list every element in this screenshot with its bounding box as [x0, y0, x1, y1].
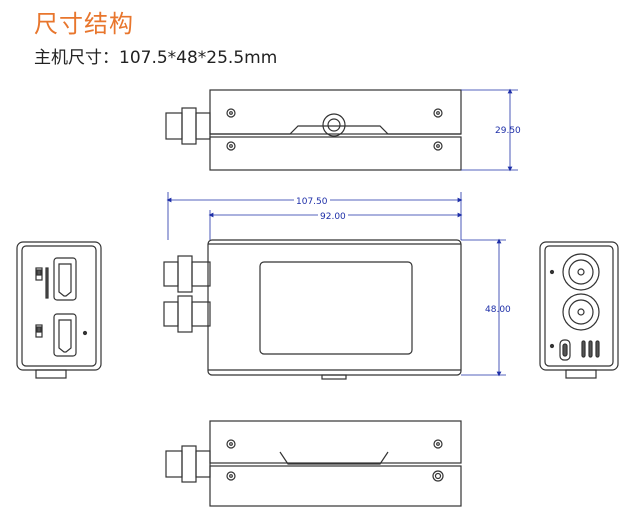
- top-view-lower-shell: [209, 136, 462, 171]
- top-view: [165, 89, 462, 171]
- front-view: [163, 239, 462, 380]
- device-body: [207, 239, 462, 376]
- tripod-mount-icon: [322, 113, 346, 137]
- length-dimensions: 107.50 92.00: [166, 192, 463, 240]
- screw-icon: [226, 439, 444, 482]
- right-side-view: [539, 241, 619, 379]
- bnc-connector-1: [163, 255, 211, 293]
- bnc-connector-2: [163, 295, 211, 333]
- width-dimension: 48.00: [461, 238, 511, 377]
- top-view-upper-shell: [209, 89, 462, 135]
- height-dimension: 29.50: [461, 88, 521, 172]
- body-length-value: 92.00: [320, 212, 346, 222]
- hdmi-port-1-icon: [53, 257, 77, 301]
- section-title: 尺寸结构: [34, 10, 134, 38]
- width-value: 48.00: [485, 305, 511, 315]
- height-value: 29.50: [495, 126, 521, 136]
- bnc-port-2-icon: [562, 293, 600, 331]
- total-length-value: 107.50: [296, 197, 328, 207]
- usb-c-port-icon: [559, 339, 571, 361]
- hdmi-port-2-icon: [53, 313, 77, 357]
- bottom-view: [165, 420, 462, 507]
- display-screen: [259, 261, 413, 355]
- left-side-view: [16, 241, 102, 379]
- screw-icon: [226, 108, 443, 151]
- dip-switch-icon: [35, 267, 49, 338]
- bnc-connector-top: [165, 112, 183, 140]
- vent-slots-icon: [581, 340, 600, 358]
- bnc-port-1-icon: [562, 253, 600, 291]
- host-dimensions-text: 主机尺寸：107.5*48*25.5mm: [34, 48, 278, 68]
